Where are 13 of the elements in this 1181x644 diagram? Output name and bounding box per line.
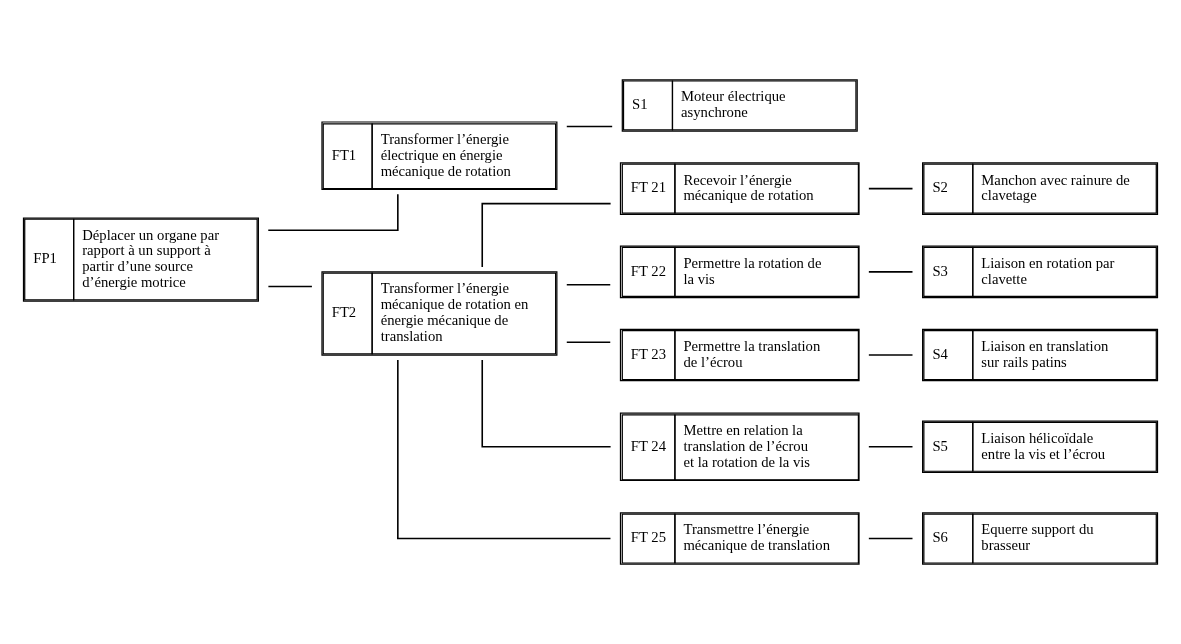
- connector: [481, 202, 612, 268]
- connector: [868, 446, 914, 448]
- connector: [566, 341, 612, 343]
- connector: [868, 187, 914, 190]
- connector: [868, 354, 914, 356]
- connector: [868, 271, 914, 273]
- connector: [566, 125, 613, 128]
- connector: [267, 285, 313, 288]
- connector: [397, 359, 612, 540]
- connector: [868, 537, 914, 540]
- connector: [481, 359, 612, 448]
- connector: [566, 283, 612, 286]
- connector: [267, 193, 399, 232]
